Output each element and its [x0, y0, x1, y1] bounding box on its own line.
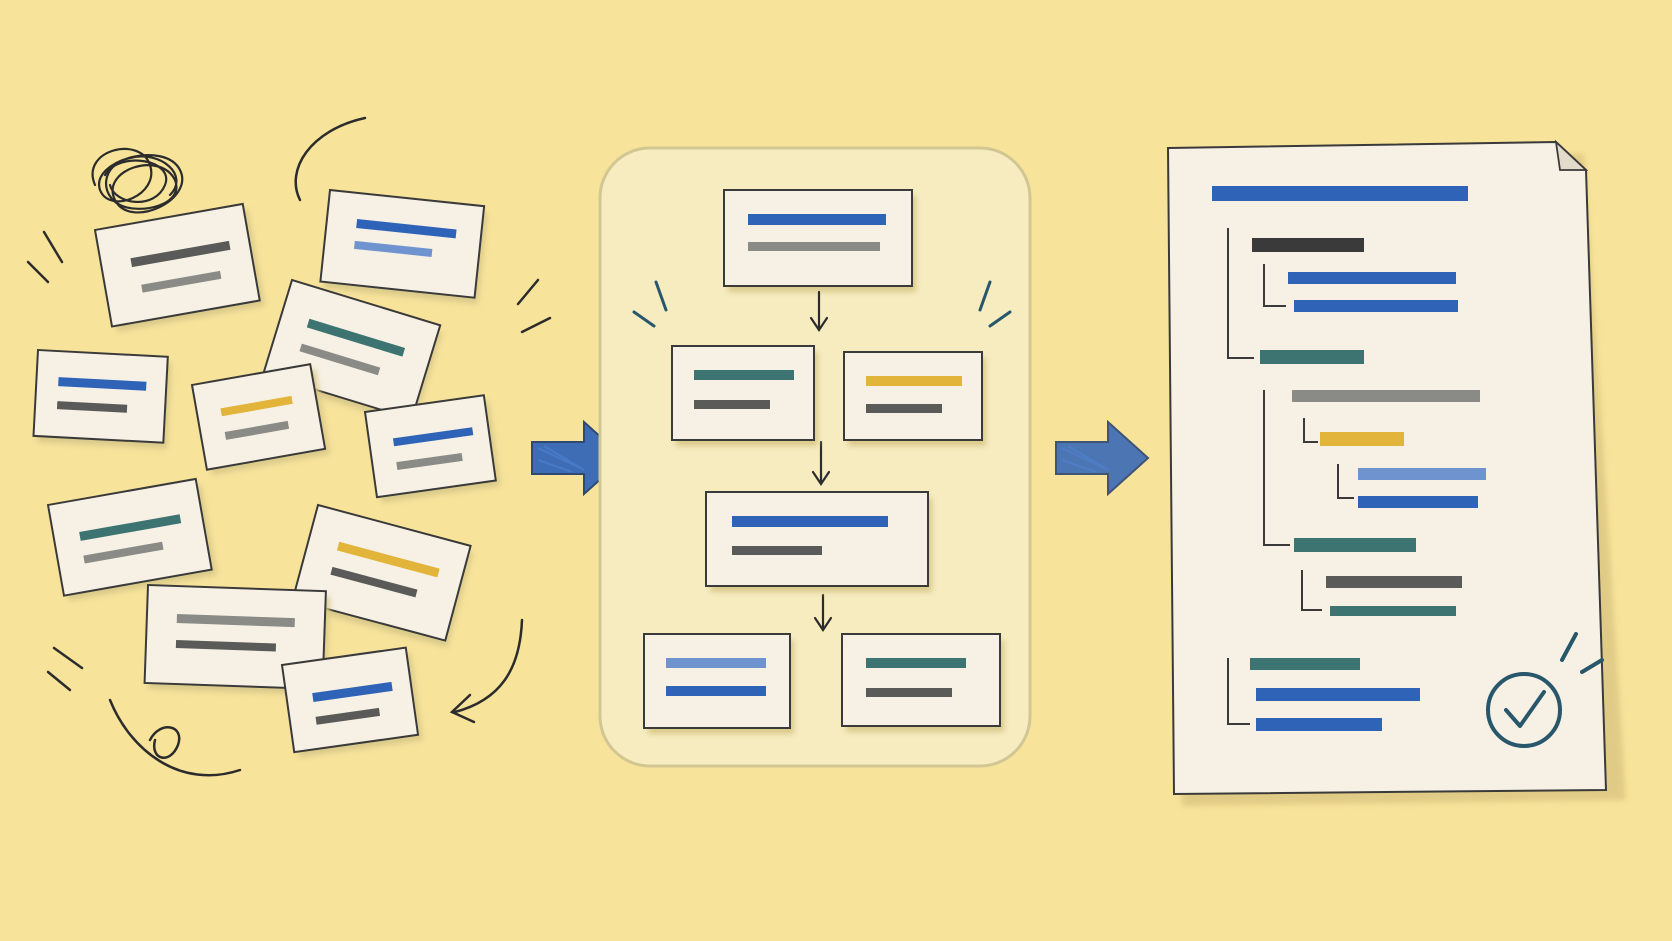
down-arrow-icon — [809, 290, 833, 632]
outline-tree-lines — [1227, 228, 1354, 725]
flow-card-left — [671, 345, 818, 446]
flow-panel — [598, 146, 1032, 768]
outline-bar — [1320, 432, 1404, 446]
check-circle-icon — [1486, 632, 1604, 748]
outline-bar — [1256, 718, 1382, 731]
outline-bar — [1358, 496, 1478, 508]
flow-card-right — [843, 351, 986, 446]
outline-bar — [1250, 658, 1360, 670]
stage-organized-flow — [598, 146, 1032, 768]
outline-bar — [1292, 390, 1480, 402]
scattered-card-1 — [93, 202, 265, 332]
scattered-card-10 — [280, 646, 423, 758]
outline-bar — [1294, 300, 1458, 312]
flow-card-top — [723, 189, 916, 292]
stage-scattered — [26, 116, 552, 777]
outline-bar — [1256, 688, 1420, 701]
flow-card-bottom-left — [643, 633, 794, 734]
outline-bar — [1358, 468, 1486, 480]
scribble-icon — [91, 147, 184, 214]
flow-card-middle — [705, 491, 932, 592]
curved-arrow-icon — [108, 618, 524, 777]
scattered-card-6 — [363, 394, 501, 503]
outline-bar — [1330, 606, 1456, 616]
outline-bars — [1212, 186, 1486, 731]
outline-bar — [1212, 186, 1468, 201]
scattered-card-2 — [319, 188, 488, 305]
motion-lines-icon — [26, 116, 552, 692]
scattered-card-4 — [32, 348, 172, 449]
outline-bar — [1260, 350, 1364, 364]
scattered-card-8 — [291, 503, 473, 648]
spark-lines-icon — [632, 280, 1012, 328]
outline-bar — [1294, 538, 1416, 552]
outline-bar — [1326, 576, 1462, 588]
outline-bar — [1288, 272, 1456, 284]
folded-corner-icon — [1554, 139, 1589, 171]
arrow-right-icon — [1055, 419, 1150, 497]
scattered-card-5 — [190, 363, 331, 475]
outline-bar — [1252, 238, 1364, 252]
scattered-card-7 — [46, 477, 217, 601]
stage-structured-document — [1166, 139, 1626, 806]
flow-card-bottom-right — [841, 633, 1004, 732]
